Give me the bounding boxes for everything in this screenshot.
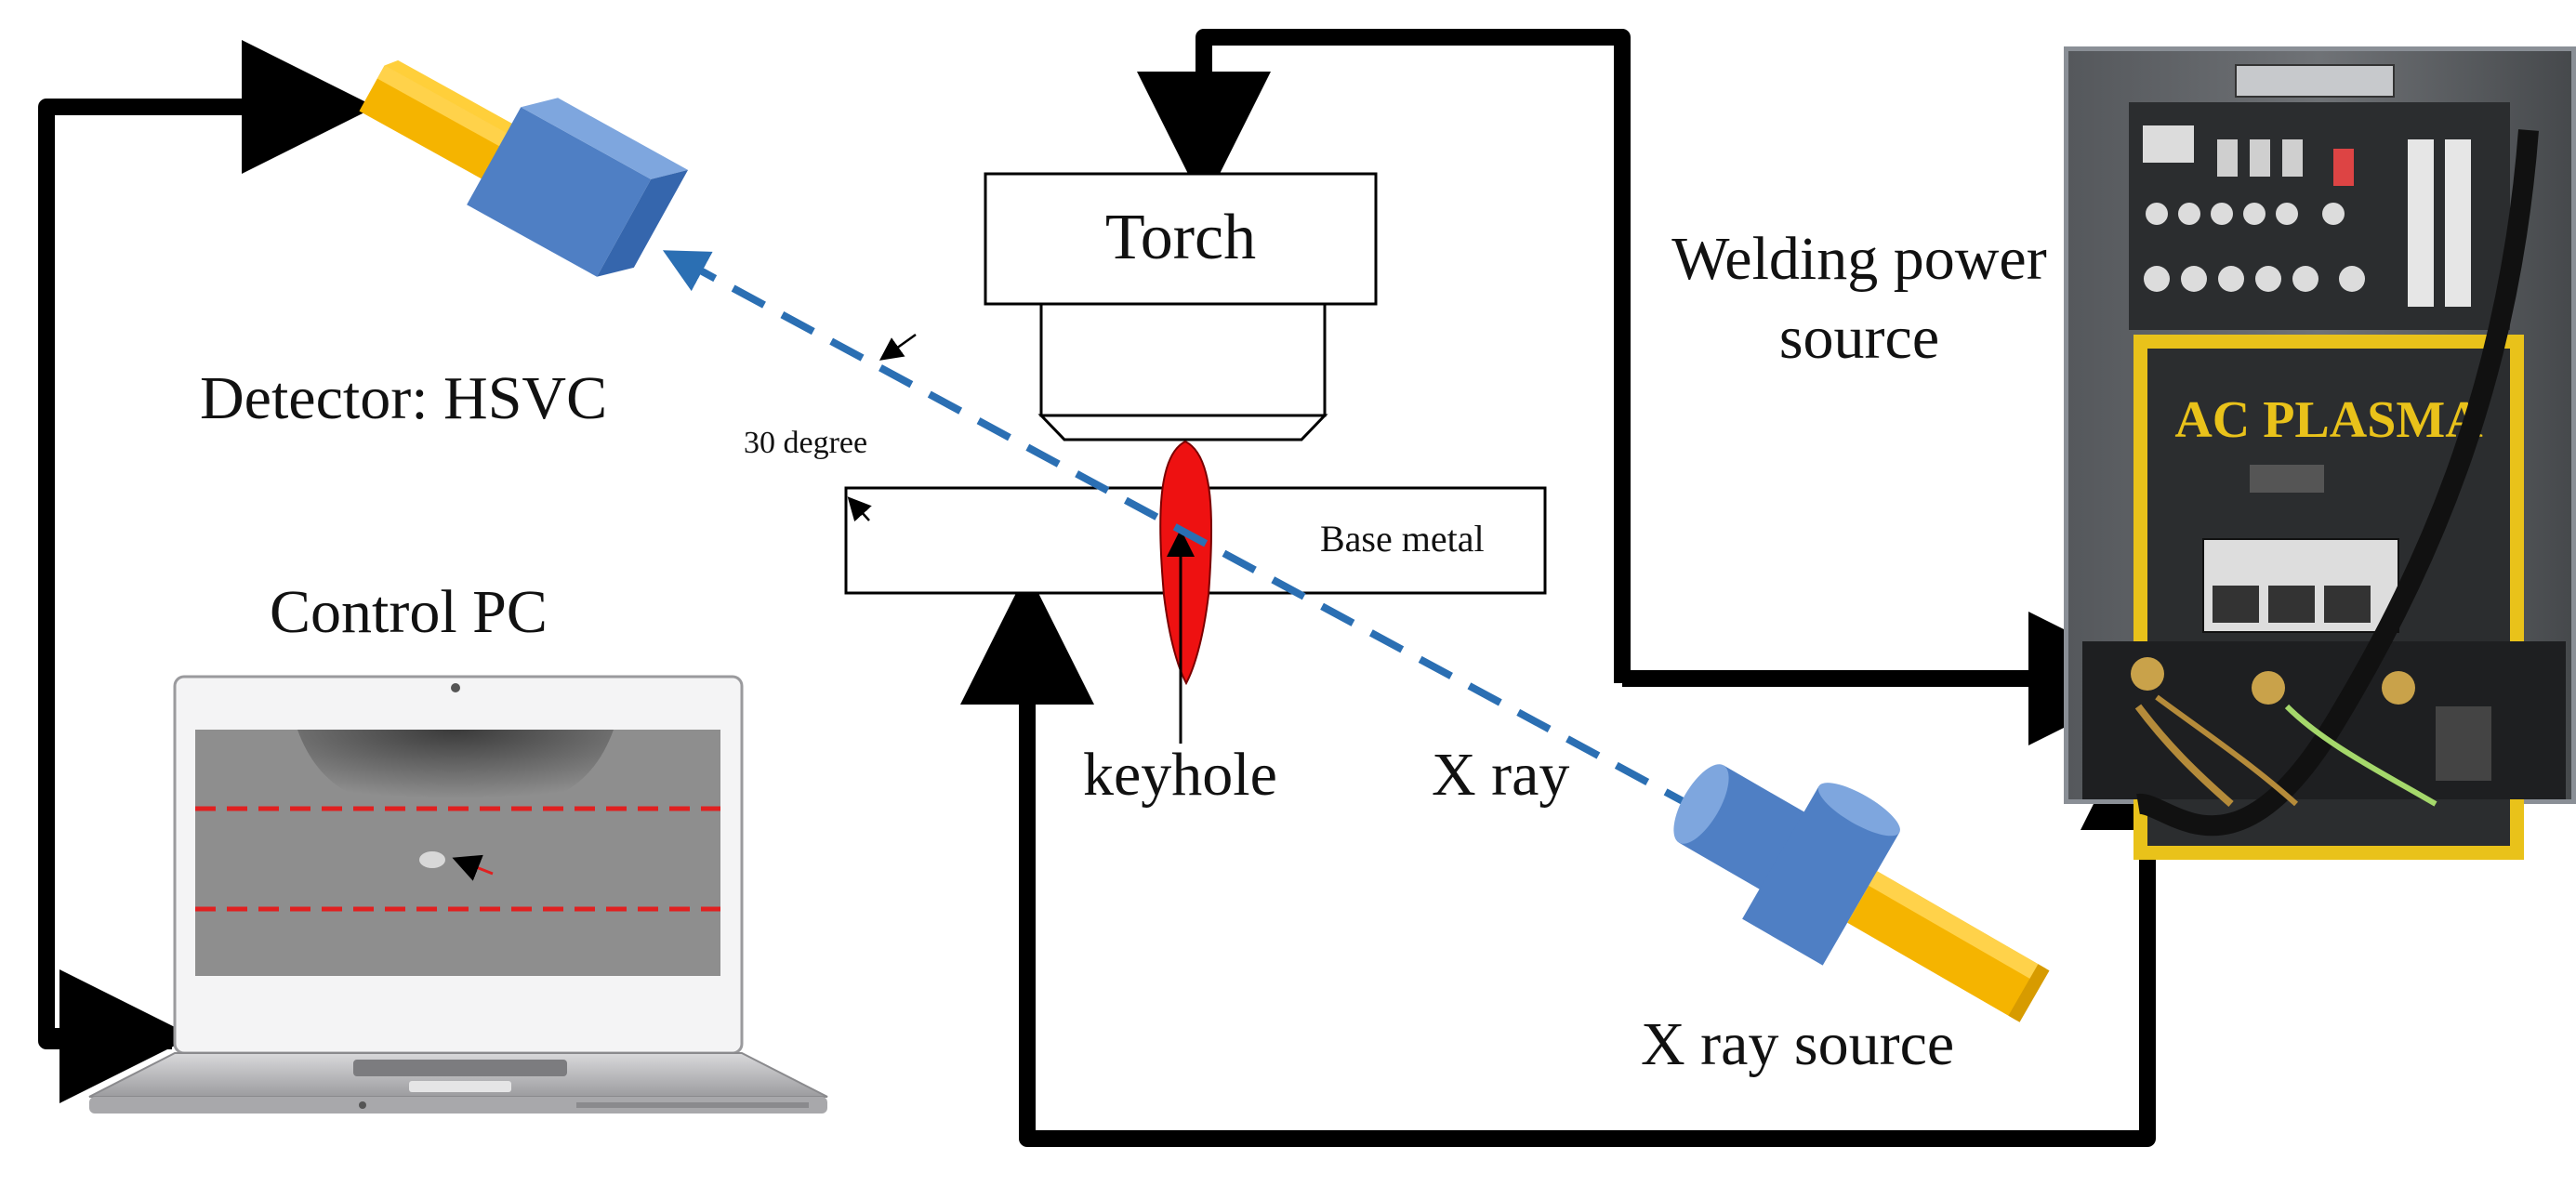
base-metal-label: Base metal <box>1320 518 1485 560</box>
torch-label: Torch <box>1105 202 1256 273</box>
welding-power-label-line2: source <box>1779 304 1939 372</box>
keyhole-shape <box>1159 440 1213 686</box>
keyhole-label: keyhole <box>1083 741 1277 809</box>
detector-label: Detector: HSVC <box>200 364 607 432</box>
laptop-icon <box>88 675 828 1114</box>
machine-brand-label: AC PLASMA <box>2174 391 2483 449</box>
wire-power-to-torch <box>1137 29 1631 683</box>
keyhole: keyhole <box>1083 440 1277 809</box>
torch-silhouette <box>297 730 614 816</box>
keyhole-marker-arrow <box>452 854 494 881</box>
xray-label: X ray <box>1432 741 1569 809</box>
high-speed-camera-icon <box>359 59 689 277</box>
angle-annotation: 30 degree <box>744 333 917 522</box>
xray-source-label: X ray source <box>1641 1010 1954 1078</box>
control-pc: Control PC <box>88 578 828 1114</box>
torch-nozzle <box>1039 302 1327 417</box>
detector-hsvc: Detector: HSVC <box>200 59 689 432</box>
torch-tip <box>1037 414 1328 441</box>
xray-tube-icon <box>1673 764 2050 1022</box>
torch-head <box>984 172 1378 306</box>
xray-source: X ray source <box>1641 764 2050 1078</box>
torch: Torch <box>984 172 1378 441</box>
welding-power-label-line1: Welding power <box>1671 225 2046 293</box>
control-pc-label: Control PC <box>270 578 548 646</box>
welding-machine-icon: AC PLASMA <box>2064 46 2576 860</box>
angle-label: 30 degree <box>744 426 867 460</box>
wire-bottom-loop <box>960 571 2156 1147</box>
xray-beam <box>662 250 1698 812</box>
